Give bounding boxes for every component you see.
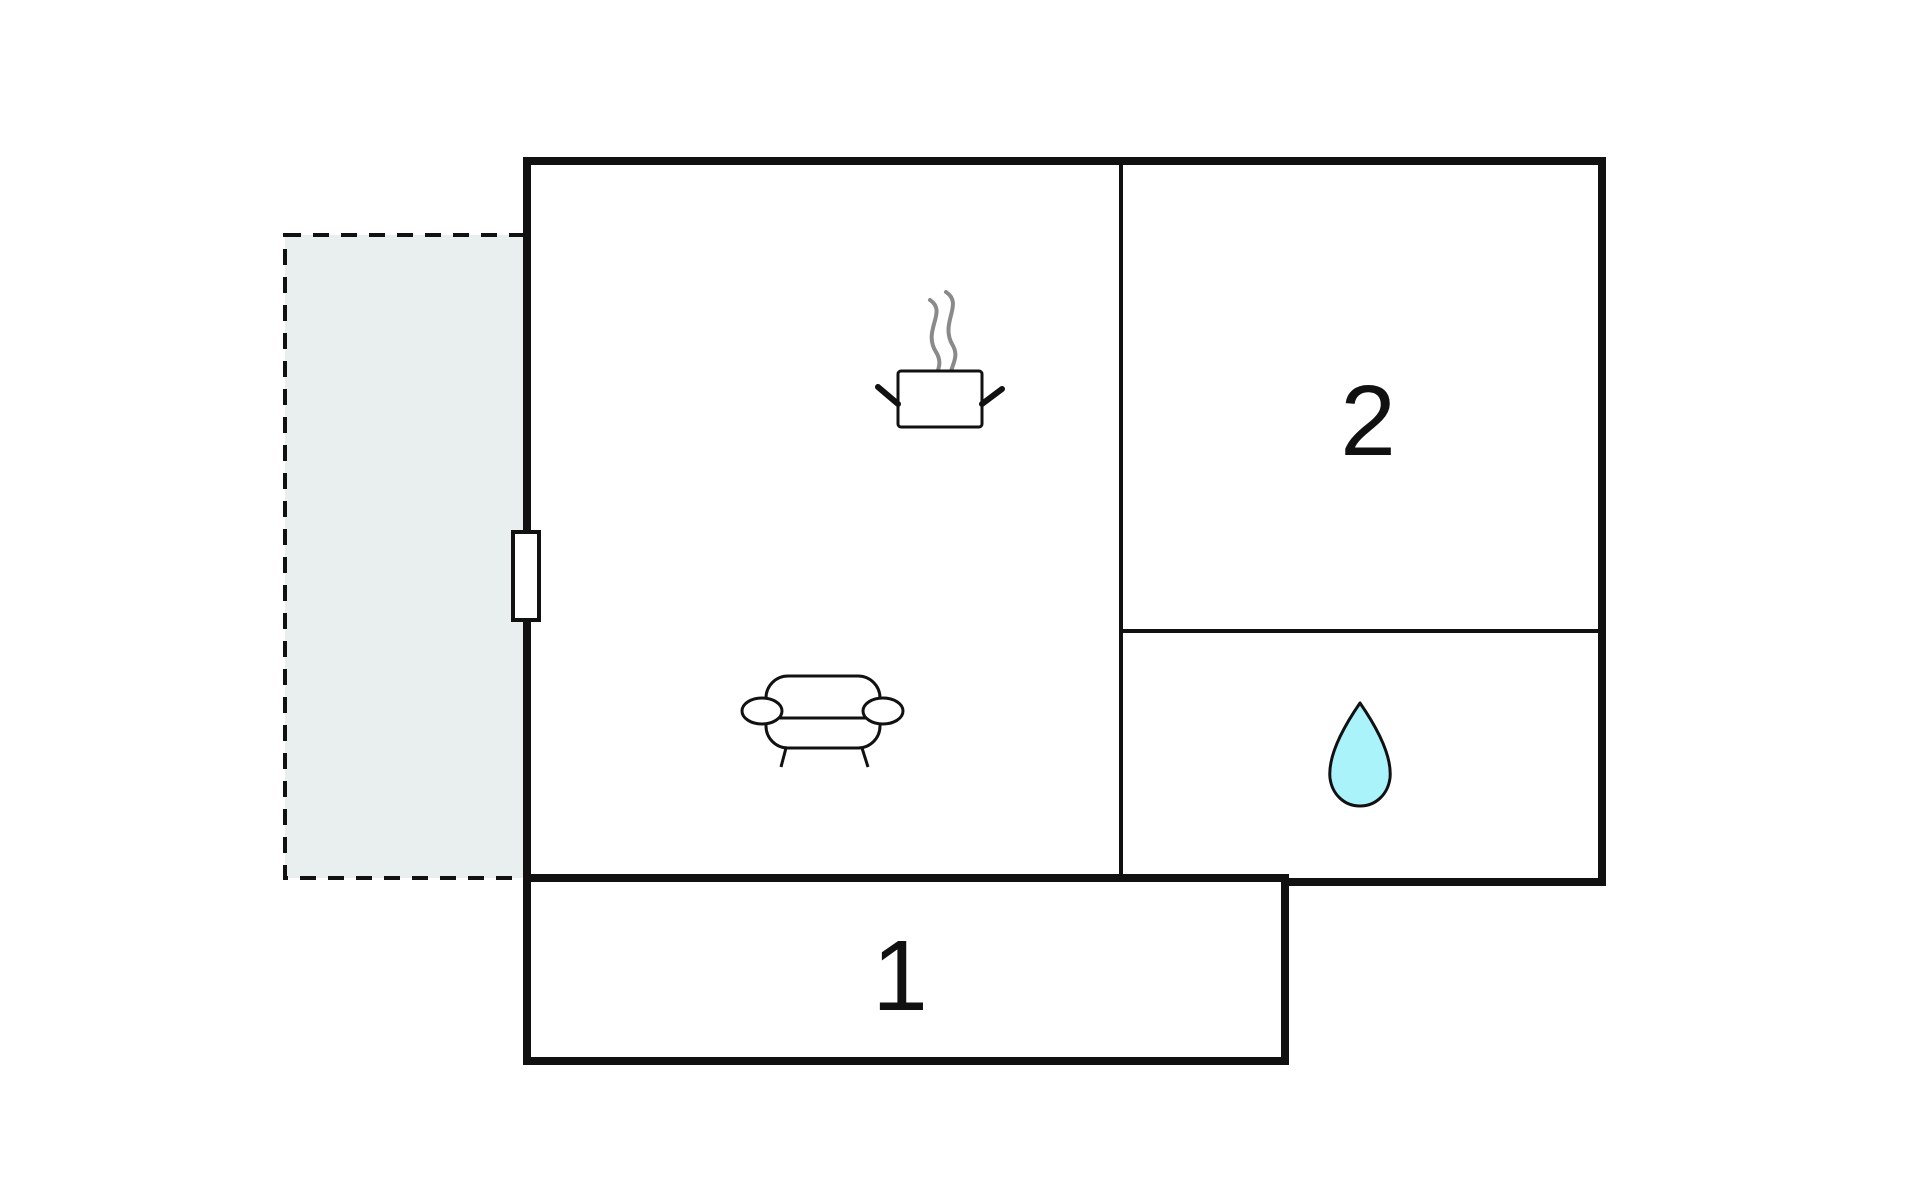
sofa-leg-right — [860, 747, 870, 768]
cooking-pot-icon — [875, 290, 1005, 429]
sofa-leg-left — [779, 747, 788, 768]
terrace-area — [283, 233, 527, 880]
pot-body — [896, 369, 984, 429]
pot-handle-left — [875, 384, 901, 407]
main-block-wall — [523, 157, 1606, 886]
house-walls — [523, 157, 1606, 1065]
pot-handle-right — [979, 386, 1005, 407]
sofa-armrest-left — [740, 696, 784, 726]
water-drop-shape — [1328, 701, 1392, 808]
sofa-armrest-right — [861, 696, 905, 726]
bedroom-2-label: 2 — [1340, 365, 1396, 477]
bedroom-1-wall — [523, 874, 1289, 1065]
terrace — [283, 233, 527, 880]
sofa-icon — [740, 674, 905, 768]
water-drop-icon — [1328, 701, 1392, 808]
terrace-door — [511, 530, 541, 622]
bedroom-1-label: 1 — [872, 920, 928, 1032]
